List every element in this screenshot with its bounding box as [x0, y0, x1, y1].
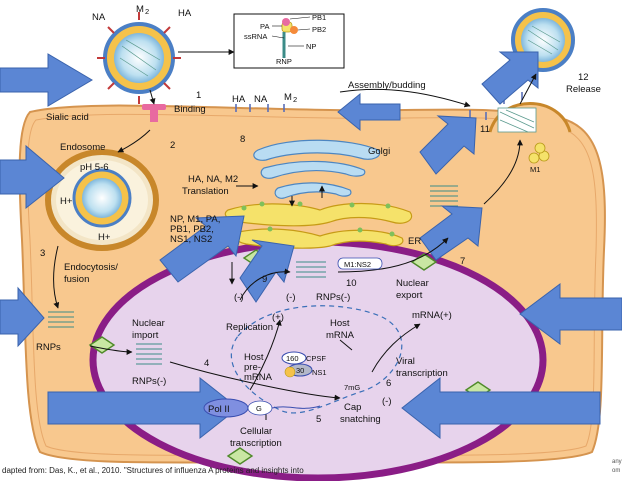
label-ns1: NS1	[312, 368, 327, 377]
label-ha-top: HA	[178, 8, 192, 19]
label-endocytosis-2: fusion	[64, 274, 89, 285]
label-nuclear-export-2: export	[396, 290, 423, 301]
label-g7m-a: G	[256, 404, 262, 413]
sialic-acid-receptor	[142, 104, 166, 122]
budding-virion	[488, 102, 572, 133]
nucleolus-region	[230, 305, 403, 414]
label-step-8: 8	[240, 134, 245, 145]
label-binding: Binding	[174, 104, 206, 115]
label-minus-b: (-)	[286, 292, 296, 303]
label-ph: pH 5-6	[80, 162, 109, 173]
label-release: Release	[566, 84, 601, 95]
label-translation-proteins: HA, NA, M2	[188, 174, 238, 185]
label-nuclear-import-1: Nuclear	[132, 318, 165, 329]
label-step-11: 11	[480, 124, 490, 135]
label-rnps-minus-top: RNPs(-)	[316, 292, 350, 303]
label-step-4: 4	[204, 358, 209, 369]
label-hplus-1: H+	[60, 196, 73, 207]
label-m2-mid: M	[284, 92, 292, 103]
edge-text-line-2: om	[612, 468, 621, 474]
label-cell-tx-2: transcription	[230, 438, 282, 449]
label-er: ER	[408, 236, 421, 247]
label-minus-c: (-)	[382, 396, 392, 407]
label-viral-tx-2: transcription	[396, 368, 448, 379]
label-host-pre-3: mRNA	[244, 372, 273, 383]
label-m2-mid-sub: 2	[293, 95, 297, 104]
label-host-mrna-2: mRNA	[326, 330, 355, 341]
cpsf-complex	[281, 351, 313, 378]
label-inset-rnp: RNP	[276, 57, 292, 66]
edge-text-line-1: any	[612, 459, 622, 465]
rnp-inset	[233, 13, 345, 69]
pathway-arrows	[53, 49, 537, 420]
pol2-complex	[203, 398, 321, 418]
label-m2-top: M	[136, 4, 144, 15]
label-nuclear-export-1: Nuclear	[396, 278, 429, 289]
label-cpsf-30: 30	[296, 366, 304, 375]
label-step-2: 2	[170, 140, 175, 151]
label-step-9: 9	[262, 274, 267, 285]
label-cpsf: CPSF	[306, 354, 326, 363]
label-cap-2: snatching	[340, 414, 381, 425]
rnp-clusters	[48, 185, 458, 365]
label-m2-top-sub: 2	[145, 7, 149, 16]
label-ha-mid: HA	[232, 94, 246, 105]
label-rnps-minus-bottom: RNPs(-)	[132, 376, 166, 387]
label-nuclear-import-2: import	[132, 330, 159, 341]
label-step-6: 6	[386, 378, 391, 389]
label-inset-ssrna: ssRNA	[244, 32, 267, 41]
blue-arrows	[0, 51, 622, 440]
label-host-mrna-1: Host	[330, 318, 350, 329]
label-hplus-2: H+	[98, 232, 111, 243]
label-g7m-b: 7mG	[344, 383, 360, 392]
endosome-virion	[72, 168, 132, 228]
label-inset-pb1: PB1	[312, 13, 326, 22]
label-minus-a: (-)	[234, 292, 244, 303]
label-inset-pb2: PB2	[312, 25, 326, 34]
edge-text: any om	[612, 458, 622, 476]
diagram-labels: NA M 2 HA Sialic acid Binding 1 HA NA M …	[36, 4, 601, 449]
label-cpsf-160: 160	[286, 354, 299, 363]
er-ribosomes	[241, 201, 395, 237]
label-host-pre-2: pre-	[244, 362, 261, 373]
label-na-mid: NA	[254, 94, 268, 105]
label-assembly: Assembly/budding	[348, 80, 426, 91]
label-cell-tx-1: Cellular	[240, 426, 272, 437]
label-step-10: 10	[346, 278, 357, 289]
label-protein-list-3: NS1, NS2	[170, 234, 212, 245]
label-cap-1: Cap	[344, 402, 361, 413]
label-step-7: 7	[460, 256, 465, 267]
label-plus-a: (+)	[272, 312, 284, 323]
label-protein-list-1: NP, M1, PA,	[170, 214, 220, 225]
label-golgi: Golgi	[368, 146, 390, 157]
label-step-5: 5	[316, 414, 321, 425]
label-step-3: 3	[40, 248, 45, 259]
label-m1: M1	[530, 165, 540, 174]
label-host-pre-1: Host	[244, 352, 264, 363]
label-pol2: Pol II	[208, 404, 230, 415]
label-step-1: 1	[196, 90, 201, 101]
label-endocytosis-1: Endocytosis/	[64, 262, 118, 273]
label-sialic-acid: Sialic acid	[46, 112, 89, 123]
label-inset-np: NP	[306, 42, 316, 51]
label-inset-pa: PA	[260, 22, 269, 31]
label-m1ns2: M1:NS2	[344, 260, 371, 269]
m1-proteins	[528, 142, 550, 164]
label-translation: Translation	[182, 186, 229, 197]
label-viral-tx-1: Viral	[396, 356, 415, 367]
source-caption: dapted from: Das, K., et al., 2010. "Str…	[2, 466, 304, 475]
label-protein-list-2: PB1, PB2,	[170, 224, 214, 235]
label-step-12: 12	[578, 72, 589, 83]
label-na-top: NA	[92, 12, 106, 23]
label-rnps: RNPs	[36, 342, 61, 353]
label-mrna-plus: mRNA(+)	[412, 310, 452, 321]
incoming-virion	[97, 12, 181, 104]
golgi	[253, 139, 381, 199]
label-endosome: Endosome	[60, 142, 105, 153]
label-replication: Replication	[226, 322, 273, 333]
